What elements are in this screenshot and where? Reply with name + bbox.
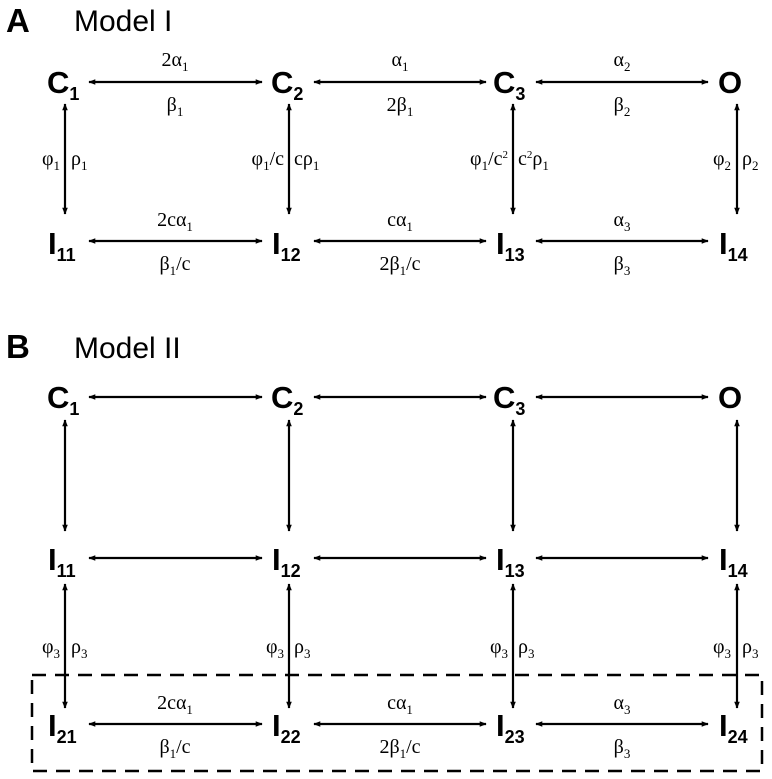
panel-a-title: Model I bbox=[74, 5, 172, 38]
rate-label: φ3 bbox=[42, 636, 60, 661]
rate-label: φ3 bbox=[713, 636, 731, 661]
panel-b: B Model II C1 C2 C3 O I11 I12 I13 I14 I2… bbox=[6, 328, 764, 773]
rate-label: ρ2 bbox=[742, 148, 758, 173]
rate-label: β1/c bbox=[159, 253, 190, 278]
state-c3: C3 bbox=[493, 65, 525, 104]
rate-label: ρ3 bbox=[294, 636, 310, 661]
rate-label: 2β1/c bbox=[379, 253, 420, 278]
rate-label: φ3 bbox=[266, 636, 284, 661]
rate-label: φ1/c2 bbox=[470, 148, 508, 173]
state-i13: I13 bbox=[496, 226, 525, 265]
rate-label: 2cα1 bbox=[157, 209, 193, 234]
rate-label: ρ3 bbox=[742, 636, 758, 661]
state-o: O bbox=[718, 380, 742, 415]
state-i11: I11 bbox=[48, 226, 76, 265]
rate-label: 2cα1 bbox=[157, 692, 193, 717]
state-i24: I24 bbox=[719, 708, 748, 747]
panel-b-letter: B bbox=[6, 328, 30, 365]
state-i11: I11 bbox=[48, 542, 76, 581]
panel-a: A Model I C1 C2 C3 O I11 I12 I13 I14 2α1… bbox=[6, 2, 758, 278]
rate-label: β2 bbox=[614, 94, 631, 119]
state-i13: I13 bbox=[496, 542, 525, 581]
rate-label: 2α1 bbox=[162, 49, 189, 74]
state-i14: I14 bbox=[719, 226, 748, 265]
state-c1: C1 bbox=[47, 65, 79, 104]
rate-label: α2 bbox=[614, 49, 631, 74]
state-o: O bbox=[718, 65, 742, 100]
rate-label: β1 bbox=[167, 94, 184, 119]
rate-label: ρ1 bbox=[71, 148, 87, 173]
state-i12: I12 bbox=[272, 226, 301, 265]
rate-label: φ1/c bbox=[252, 148, 285, 173]
state-i21: I21 bbox=[48, 708, 77, 747]
state-c1: C1 bbox=[47, 380, 79, 419]
state-i12: I12 bbox=[272, 542, 301, 581]
rate-label: ρ3 bbox=[518, 636, 534, 661]
state-i23: I23 bbox=[496, 708, 525, 747]
rate-label: 2β1/c bbox=[379, 736, 420, 761]
rate-label: φ3 bbox=[490, 636, 508, 661]
panel-b-title: Model II bbox=[74, 332, 181, 365]
rate-label: φ1 bbox=[42, 148, 60, 173]
rate-label: α1 bbox=[392, 49, 409, 74]
rate-label: cα1 bbox=[387, 209, 413, 234]
panel-a-letter: A bbox=[6, 2, 30, 39]
rate-label: φ2 bbox=[713, 148, 731, 173]
rate-label: β1/c bbox=[159, 736, 190, 761]
rate-label: cα1 bbox=[387, 692, 413, 717]
state-c2: C2 bbox=[271, 380, 303, 419]
rate-label: α3 bbox=[614, 209, 631, 234]
rate-label: ρ3 bbox=[71, 636, 87, 661]
state-i14: I14 bbox=[719, 542, 748, 581]
state-c2: C2 bbox=[271, 65, 303, 104]
rate-label: β3 bbox=[614, 736, 631, 761]
rate-label: β3 bbox=[614, 253, 631, 278]
rate-label: α3 bbox=[614, 692, 631, 717]
rate-label: 2β1 bbox=[387, 94, 414, 119]
state-c3: C3 bbox=[493, 380, 525, 419]
rate-label: c2ρ1 bbox=[518, 148, 549, 173]
state-i22: I22 bbox=[272, 708, 301, 747]
rate-label: cρ1 bbox=[294, 148, 319, 173]
